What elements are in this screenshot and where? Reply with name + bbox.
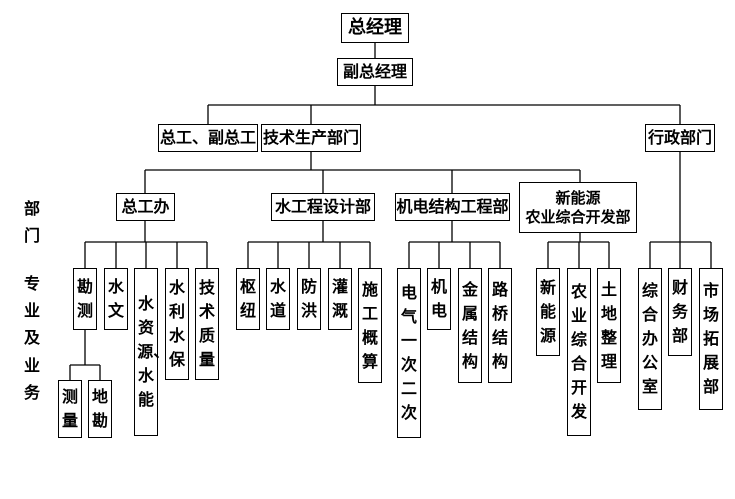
business-new-energy-label: 新能源 [539,278,556,345]
business-waterway-label: 水道 [269,277,286,320]
business-electrical-box: 电气一次二次 [397,268,421,438]
business-mech-elec-label: 机电 [430,277,447,320]
business-construction-budget-box: 施工概算 [358,268,382,383]
business-hydrology-label: 水文 [107,277,124,320]
mech-struct-dept-box: 机电结构工程部 [395,193,510,221]
business-general-office-box: 综合办公室 [638,268,662,410]
new-energy-dept-line1: 新能源 [555,188,601,207]
water-design-dept-box: 水工程设计部 [271,193,375,221]
survey-geo-label: 地勘 [91,387,108,430]
new-energy-dept-line2: 农业综合开发部 [525,207,631,226]
business-metal-structure-box: 金属结构 [458,268,482,383]
chief-office-box: 总工办 [116,193,175,221]
deputy-manager-box: 副总经理 [337,58,413,86]
business-general-office-label: 综合办公室 [641,281,658,396]
business-market-dev-box: 市场拓展部 [699,268,723,410]
business-tech-quality-label: 技术质量 [198,278,215,369]
business-road-bridge-box: 路桥结构 [488,268,512,383]
business-land-consolidation-label: 土地整理 [600,279,617,371]
business-irrigation-box: 灌溉 [328,268,352,330]
business-flood-control-box: 防洪 [297,268,321,330]
general-manager-box: 总经理 [341,13,409,43]
chief-engineer-box: 总工、副总工 [158,124,258,152]
business-mech-elec-box: 机电 [427,268,451,330]
business-waterway-box: 水道 [266,268,290,330]
business-electrical-label: 电气一次二次 [400,283,417,422]
business-hub-box: 枢纽 [236,268,260,330]
business-construction-budget-label: 施工概算 [361,279,378,371]
business-finance-box: 财务部 [668,268,692,356]
admin-dept-box: 行政部门 [645,124,715,152]
survey-measurement-box: 测量 [58,380,82,438]
business-land-consolidation-box: 土地整理 [597,268,621,383]
business-new-energy-box: 新能源 [536,268,560,356]
business-market-dev-label: 市场拓展部 [702,281,719,396]
business-survey-box: 勘测 [73,268,97,330]
business-road-bridge-label: 路桥结构 [491,279,508,371]
business-survey-label: 勘测 [76,277,93,320]
business-soil-conservation-label: 水利水保 [168,278,185,369]
business-hub-label: 枢纽 [239,277,256,320]
business-flood-control-label: 防洪 [300,277,317,320]
business-hydrology-box: 水文 [104,268,128,330]
side-label-dept: 部门 [23,199,40,246]
business-finance-label: 财务部 [671,278,688,345]
business-agri-dev-label: 农业综合开发 [570,282,587,421]
business-metal-structure-label: 金属结构 [461,279,478,371]
business-irrigation-label: 灌溉 [331,277,348,320]
business-water-resources-box: 水资源、水能 [134,268,170,436]
business-soil-conservation-box: 水利水保 [165,268,189,380]
new-energy-agri-dept-box: 新能源 农业综合开发部 [519,182,637,233]
tech-production-box: 技术生产部门 [261,124,361,152]
survey-geo-box: 地勘 [88,380,112,438]
business-water-resources-label: 水资源、水能 [137,294,170,409]
side-label-business: 专业及业务 [23,274,40,402]
business-tech-quality-box: 技术质量 [195,268,219,380]
survey-measurement-label: 测量 [61,387,78,430]
business-agri-dev-box: 农业综合开发 [567,268,591,436]
